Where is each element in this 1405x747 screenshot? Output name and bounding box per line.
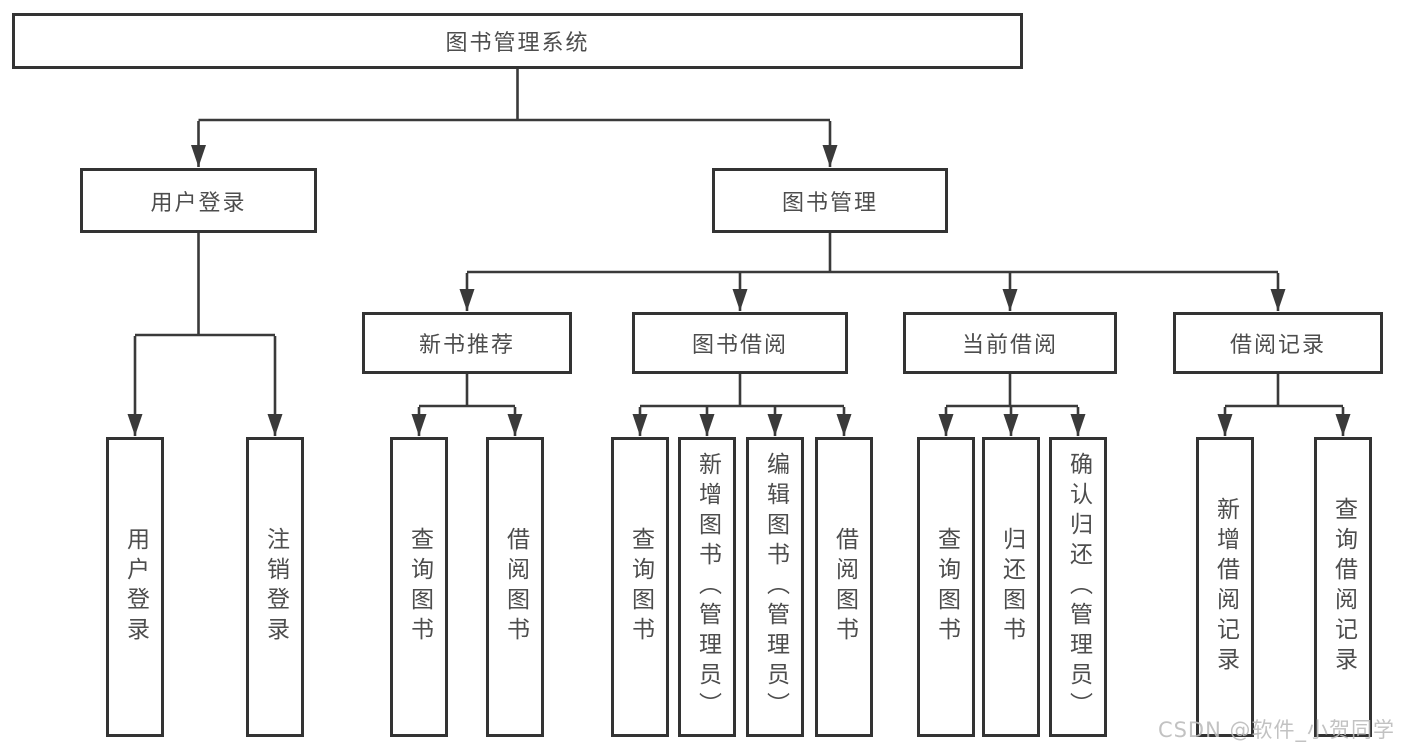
node-user-login: 用户登录 [106,437,164,737]
node-return-books: 归还图书 [982,437,1040,737]
node-query-books-borrow: 查询图书 [611,437,669,737]
connector-current-borrow-branch [938,374,1086,436]
node-query-borrow-record: 查询借阅记录 [1314,437,1372,737]
node-borrow-books: 借阅图书 [815,437,873,737]
connector-book-mgmt-to-level3 [459,233,1286,311]
node-query-books-rec: 查询图书 [390,437,448,737]
node-current-borrowing: 当前借阅 [903,312,1117,374]
node-book-borrowing: 图书借阅 [632,312,848,374]
node-confirm-return-admin: 确认归还（管理员） [1049,437,1107,737]
node-book-management: 图书管理 [712,168,948,233]
csdn-watermark: CSDN @软件_小贺同学 [1157,718,1395,742]
node-query-books-current: 查询图书 [917,437,975,737]
node-user-login-group: 用户登录 [80,168,317,233]
node-edit-books-admin: 编辑图书（管理员） [746,437,804,737]
connector-root-to-level2 [191,68,838,167]
node-borrow-books-rec: 借阅图书 [486,437,544,737]
node-new-book-recommendation: 新书推荐 [362,312,572,374]
connector-new-book-rec-branch [411,374,523,436]
node-borrowing-records: 借阅记录 [1173,312,1383,374]
connector-borrow-records-branch [1217,374,1351,436]
connector-book-borrow-branch [632,374,852,436]
node-library-management-system: 图书管理系统 [12,13,1023,69]
connector-user-login-branch [127,233,283,436]
node-logout: 注销登录 [246,437,304,737]
node-add-borrow-record: 新增借阅记录 [1196,437,1254,737]
node-add-books-admin: 新增图书（管理员） [678,437,736,737]
